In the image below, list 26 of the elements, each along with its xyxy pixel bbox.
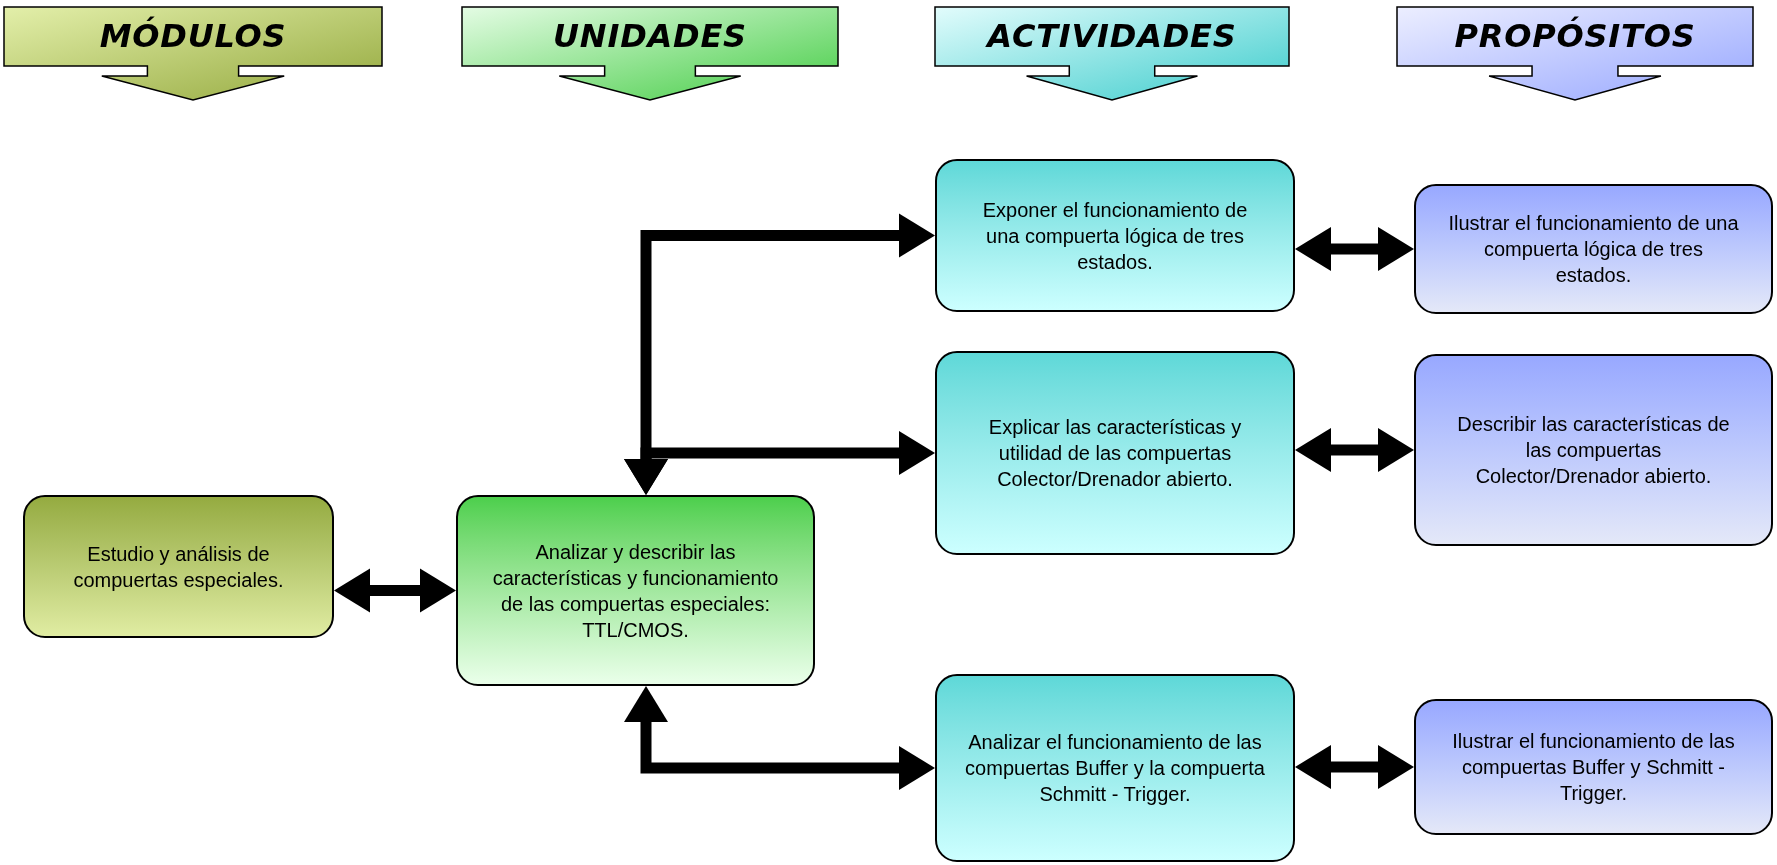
- process-box: [935, 351, 1295, 555]
- double-arrow: [1295, 227, 1414, 271]
- double-arrow: [624, 431, 935, 495]
- column-heading: MÓDULOS: [99, 15, 287, 57]
- process-box: [23, 495, 334, 638]
- box-text: Ilustrar el funcionamiento de una compuerta lógica de tres estados.: [1447, 211, 1740, 288]
- double-arrow: [624, 686, 935, 790]
- box-text: Exponer el funcionamiento de una compuerta lógica de tres estados.: [981, 197, 1249, 275]
- process-box: [456, 495, 815, 686]
- double-arrow: [1295, 428, 1414, 472]
- double-arrow: [334, 568, 456, 613]
- box-text: Describir las características de las compuertas Colector/Drenador abierto.: [1456, 412, 1731, 489]
- double-arrow: [1295, 745, 1414, 789]
- process-box: [1414, 184, 1773, 314]
- box-text: Explicar las características y utilidad de las compuertas Colector/Drenador abierto.: [987, 415, 1243, 492]
- box-text: Analizar el funcionamiento de las compuertas Buffer y la compuerta Schmitt - Trigger.: [965, 730, 1265, 807]
- box-text: Estudio y análisis de compuertas especiales.: [72, 541, 285, 593]
- box-text: Analizar y describir las características y funcionamiento de las compuertas especiales: TTL/CMOS.: [491, 539, 780, 643]
- process-box: [1414, 699, 1773, 835]
- process-box: [935, 674, 1295, 862]
- process-box: [935, 159, 1295, 312]
- column-heading: ACTIVIDADES: [987, 16, 1237, 57]
- box-text: Ilustrar el funcionamiento de las compuertas Buffer y Schmitt - Trigger.: [1451, 729, 1736, 806]
- column-heading: UNIDADES: [553, 16, 747, 57]
- column-heading: PROPÓSITOS: [1454, 15, 1696, 57]
- process-box: [1414, 354, 1773, 546]
